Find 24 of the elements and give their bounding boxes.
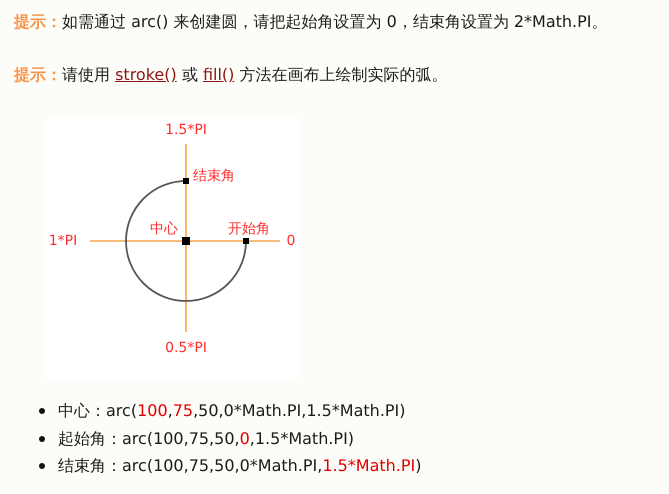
point-label: 开始角 <box>228 221 270 237</box>
code-text: 结束角：arc(100,75,50,0*Math.PI, <box>58 456 322 475</box>
axis-label: 1*PI <box>48 233 78 249</box>
hint-text: 提示：如需通过 arc() 来创建圆，请把起始角设置为 0，结束角设置为 2*Math.PI。 <box>14 12 608 31</box>
link: stroke() <box>115 65 177 84</box>
code-text: ) <box>415 456 422 475</box>
highlighted-code: 0 <box>240 429 250 448</box>
point-label: 中心 <box>150 221 178 237</box>
point-label: 结束角 <box>193 168 235 184</box>
code-text: ,50,0*Math.PI,1.5*Math.PI) <box>193 401 406 420</box>
hint-text: 提示：请使用 <box>14 65 110 84</box>
link: fill() <box>202 65 234 84</box>
axis-label: 0 <box>286 233 296 249</box>
highlighted-code: 1.5*Math.PI <box>322 456 416 475</box>
hint-text: 方法在画布上绘制实际的弧。 <box>239 65 448 84</box>
hint-text: 或 <box>182 65 198 84</box>
code-text: , <box>168 401 173 420</box>
highlighted-code: 75 <box>172 401 194 420</box>
code-text: 中心：arc( <box>58 401 138 420</box>
highlighted-code: 100 <box>137 401 168 420</box>
code-text: ,1.5*Math.PI) <box>250 429 354 448</box>
axis-label: 0.5*PI <box>165 340 207 356</box>
code-text: 起始角：arc(100,75,50, <box>58 429 240 448</box>
axis-label: 1.5*PI <box>165 122 207 138</box>
